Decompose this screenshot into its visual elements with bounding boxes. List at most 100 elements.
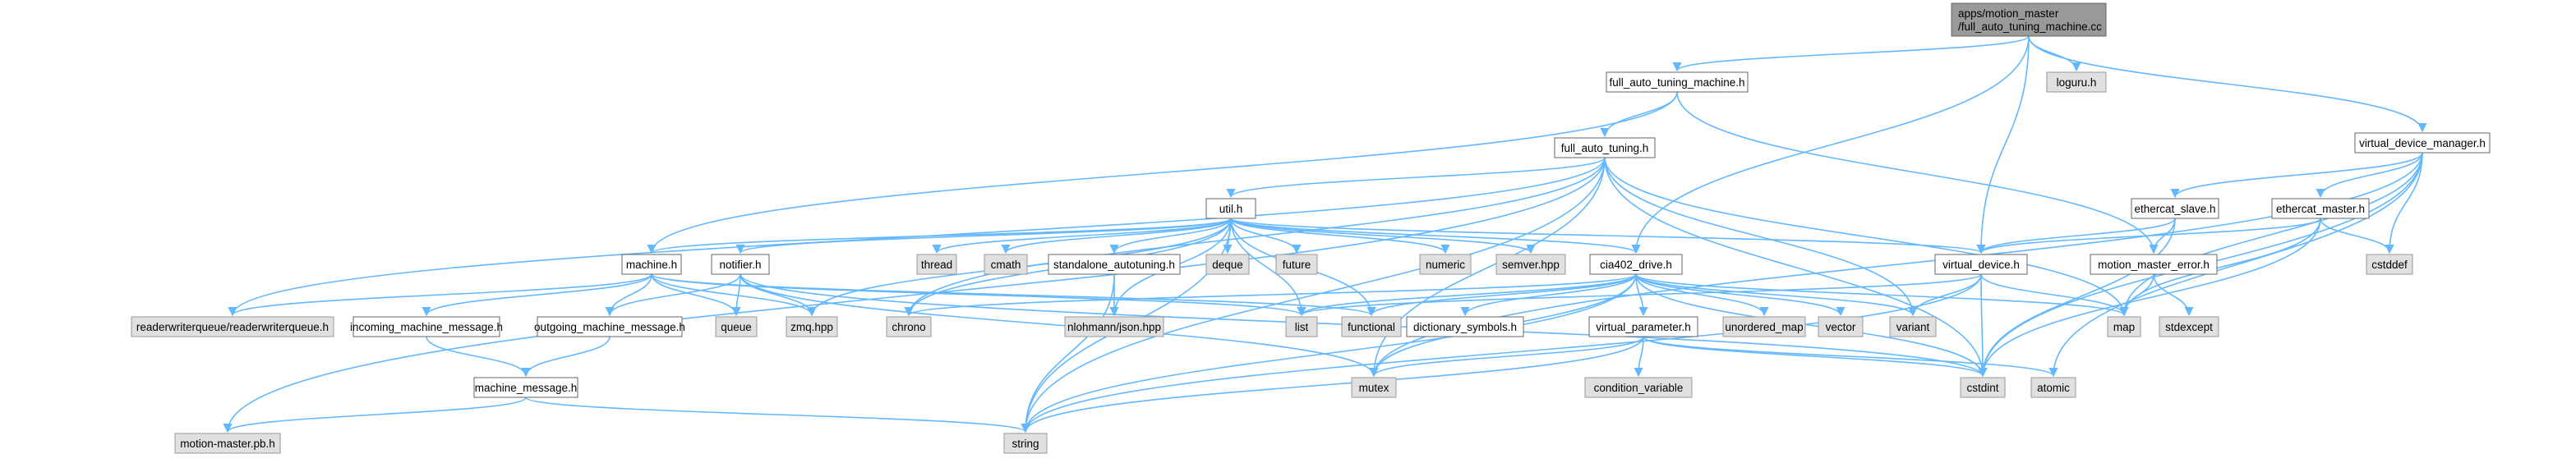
node-label-thread: thread	[921, 259, 952, 271]
node-label-functional: functional	[1348, 321, 1395, 333]
node-cia402_drive_h[interactable]: cia402_drive.h	[1589, 254, 1683, 275]
node-label-motion_master_error_h: motion_master_error.h	[2098, 259, 2210, 271]
node-label-machine_message_h: machine_message.h	[475, 382, 578, 394]
edge-full_auto_tuning_h-to-variant	[1604, 157, 1918, 317]
node-outgoing_machine_message_h[interactable]: outgoing_machine_message.h	[534, 316, 685, 337]
node-virtual_device_h[interactable]: virtual_device.h	[1934, 254, 2028, 275]
node-label-readerwriterqueue: readerwriterqueue/readerwriterqueue.h	[136, 321, 329, 333]
node-vector: vector	[1818, 316, 1864, 337]
node-future: future	[1275, 254, 1318, 275]
node-machine_message_h[interactable]: machine_message.h	[473, 377, 578, 398]
node-label-root-0: apps/motion_master	[1958, 7, 2059, 20]
edge-machine_h-to-queue	[651, 273, 741, 317]
node-label-nlohmann_json: nlohmann/json.hpp	[1067, 321, 1161, 333]
edge-motion_master_error_h-to-stdexcept	[2153, 273, 2194, 317]
edge-util_h-to-virtual_device_h	[1230, 218, 1986, 254]
edge-machine_h-to-incoming_machine_message_h	[422, 273, 652, 317]
node-full_auto_tuning_h[interactable]: full_auto_tuning.h	[1554, 137, 1656, 158]
node-root[interactable]: apps/motion_master/full_auto_tuning_mach…	[1951, 2, 2107, 37]
edge-root-to-cia402_drive_h	[1631, 35, 2030, 254]
node-list: list	[1285, 316, 1318, 337]
edge-virtual_device_manager_h-to-map	[2119, 152, 2423, 317]
node-label-virtual_device_manager_h: virtual_device_manager.h	[2359, 137, 2486, 149]
node-notifier_h[interactable]: notifier.h	[711, 254, 770, 275]
node-label-ethercat_slave_h: ethercat_slave.h	[2134, 203, 2215, 215]
edge-util_h-to-cia402_drive_h	[1230, 218, 1641, 254]
edge-root-to-virtual_device_h	[1976, 35, 2030, 254]
edge-util_h-to-future	[1230, 218, 1302, 254]
node-full_auto_tuning_machine_h[interactable]: full_auto_tuning_machine.h	[1606, 71, 1749, 93]
edge-cia402_drive_h-to-variant	[1635, 273, 1918, 317]
node-box-virtual_device_h	[1934, 254, 2028, 275]
edge-virtual_parameter_h-to-string	[1021, 336, 1644, 433]
edge-full_auto_tuning_h-to-chrono	[904, 157, 1606, 317]
node-string: string	[1003, 433, 1048, 454]
node-dictionary_symbols_h[interactable]: dictionary_symbols.h	[1406, 316, 1524, 337]
edge-virtual_parameter_h-to-mutex	[1369, 336, 1644, 378]
node-util_h[interactable]: util.h	[1205, 198, 1256, 219]
edge-virtual_device_h-to-cstdint	[1978, 273, 1988, 378]
node-box-machine_h	[621, 254, 682, 275]
node-label-atomic: atomic	[2037, 382, 2070, 394]
node-map: map	[2107, 316, 2141, 337]
edge-root-to-virtual_device_manager_h	[2028, 35, 2427, 133]
node-standalone_autotuning_h[interactable]: standalone_autotuning.h	[1048, 254, 1181, 275]
node-box-machine_message_h	[473, 377, 578, 398]
edge-virtual_parameter_h-to-atomic	[1643, 336, 2058, 378]
edge-cia402_drive_h-to-string	[1021, 273, 1637, 433]
node-virtual_parameter_h[interactable]: virtual_parameter.h	[1588, 316, 1698, 337]
node-label-string: string	[1012, 438, 1039, 450]
node-box-semver_hpp	[1495, 254, 1566, 275]
node-incoming_machine_message_h[interactable]: incoming_machine_message.h	[350, 316, 503, 337]
edge-full_auto_tuning_h-to-map	[1604, 157, 2129, 317]
edge-full_auto_tuning_machine_h-to-full_auto_tuning_h	[1600, 91, 1678, 138]
node-condition_variable: condition_variable	[1584, 377, 1693, 398]
node-label-semver_hpp: semver.hpp	[1502, 259, 1560, 271]
node-box-nlohmann_json	[1064, 316, 1164, 337]
node-box-dictionary_symbols_h	[1406, 316, 1524, 337]
node-box-condition_variable	[1584, 377, 1693, 398]
edge-util_h-to-list	[1230, 218, 1306, 317]
edge-virtual_device_manager_h-to-ethercat_slave_h	[2170, 152, 2423, 199]
edge-virtual_parameter_h-to-cstdint	[1643, 336, 1988, 378]
edge-machine_message_h-to-string	[525, 397, 1030, 433]
edge-full_auto_tuning_h-to-motion_master_pb_h	[223, 157, 1606, 433]
edge-cia402_drive_h-to-unordered_map	[1635, 273, 1769, 317]
node-chrono: chrono	[886, 316, 932, 337]
node-motion_master_error_h[interactable]: motion_master_error.h	[2090, 254, 2218, 275]
edge-machine_h-to-readerwriterqueue	[228, 273, 652, 317]
node-label-stdexcept: stdexcept	[2165, 321, 2213, 333]
edge-machine_h-to-functional	[651, 273, 1376, 317]
edge-cia402_drive_h-to-vector	[1635, 273, 1846, 317]
edge-incoming_machine_message_h-to-machine_message_h	[426, 336, 531, 378]
node-box-full_auto_tuning_machine_h	[1606, 71, 1749, 93]
edge-util_h-to-cmath	[1001, 218, 1232, 254]
node-box-virtual_device_manager_h	[2354, 132, 2491, 154]
node-label-cmath: cmath	[991, 259, 1021, 271]
node-label-virtual_device_h: virtual_device.h	[1942, 259, 2020, 271]
node-box-readerwriterqueue	[131, 316, 334, 337]
node-semver_hpp: semver.hpp	[1495, 254, 1566, 275]
node-box-list	[1285, 316, 1318, 337]
node-label-zmq_hpp: zmq.hpp	[790, 321, 833, 333]
edge-virtual_device_manager_h-to-atomic	[2048, 152, 2423, 378]
node-label-list: list	[1295, 321, 1309, 333]
node-box-future	[1275, 254, 1318, 275]
node-queue: queue	[715, 316, 758, 337]
node-box-ethercat_master_h	[2271, 198, 2370, 219]
node-label-full_auto_tuning_h: full_auto_tuning.h	[1561, 142, 1649, 154]
node-label-condition_variable: condition_variable	[1594, 382, 1684, 394]
node-ethercat_slave_h[interactable]: ethercat_slave.h	[2131, 198, 2219, 219]
node-box-mutex	[1351, 377, 1397, 398]
edge-cia402_drive_h-to-map	[1635, 273, 2129, 317]
node-ethercat_master_h[interactable]: ethercat_master.h	[2271, 198, 2370, 219]
node-numeric: numeric	[1419, 254, 1472, 275]
node-label-notifier_h: notifier.h	[719, 259, 761, 271]
node-label-map: map	[2113, 321, 2135, 333]
edge-root-to-loguru_h	[2028, 35, 2081, 72]
node-label-virtual_parameter_h: virtual_parameter.h	[1596, 321, 1691, 333]
edge-machine_message_h-to-motion_master_pb_h	[223, 397, 527, 433]
node-cstddef: cstddef	[2366, 254, 2413, 275]
node-machine_h[interactable]: machine.h	[621, 254, 682, 275]
node-virtual_device_manager_h[interactable]: virtual_device_manager.h	[2354, 132, 2491, 154]
